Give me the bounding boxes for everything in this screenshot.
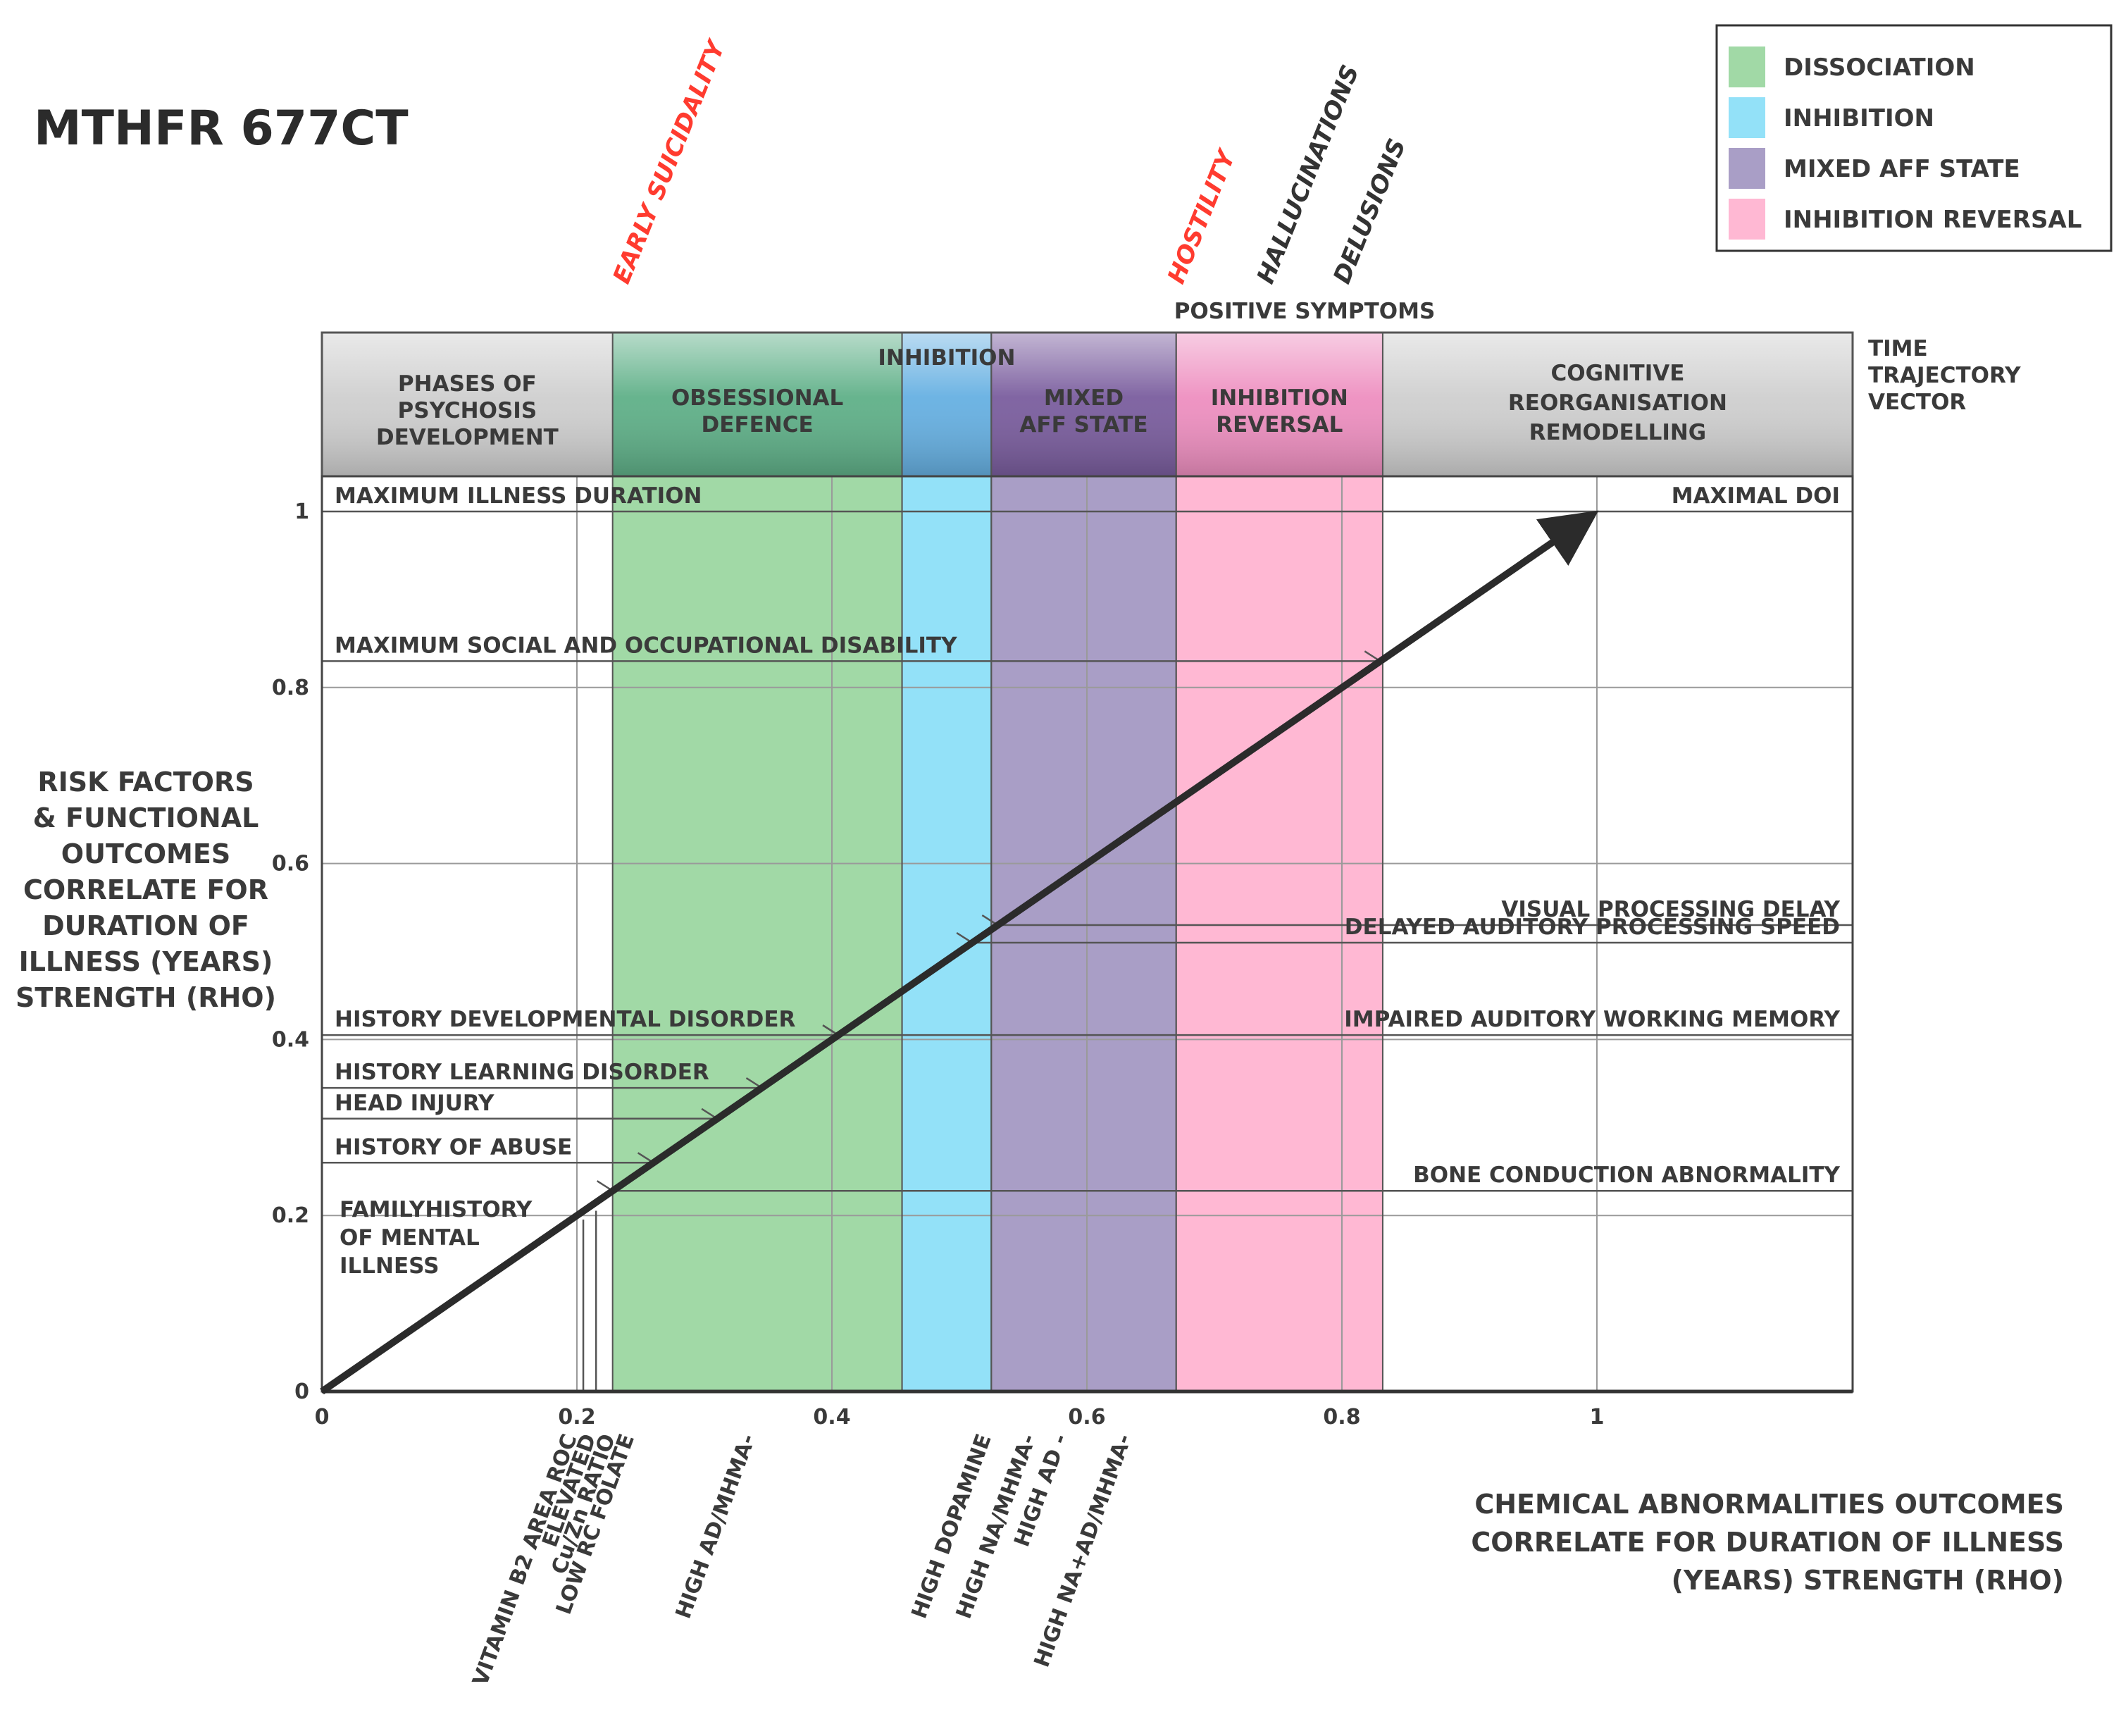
header-shading: [322, 333, 1853, 476]
y-tick-label: 1: [294, 500, 309, 524]
x-axis-title: CHEMICAL ABNORMALITIES OUTCOMES: [1474, 1489, 2064, 1520]
right-marker-label: BONE CONDUCTION ABNORMALITY: [1413, 1162, 1840, 1188]
legend-box: [1715, 24, 2113, 252]
x-axis-title: CORRELATE FOR DURATION OF ILLNESS: [1471, 1527, 2064, 1558]
x-tick-label: 0: [315, 1405, 330, 1430]
left-marker-label: HISTORY DEVELOPMENTAL DISORDER: [335, 1007, 795, 1032]
symptom-label: DELUSIONS: [1328, 135, 1412, 287]
header-left-label: PSYCHOSIS: [398, 398, 537, 423]
legend-label: INHIBITION: [1784, 104, 1934, 132]
phase-band: [991, 476, 1176, 1392]
legend-swatch: [1729, 148, 1765, 189]
y-tick-label: 0.2: [272, 1203, 309, 1228]
y-tick-label: 0.4: [272, 1027, 309, 1052]
x-tick-label: 0.6: [1068, 1405, 1105, 1430]
header-left-label: DEVELOPMENT: [376, 425, 559, 450]
phase-band: [902, 476, 992, 1392]
header-right-label: REMODELLING: [1529, 420, 1707, 445]
chemical-abnormality-label: HIGH AD/MHMA-: [671, 1431, 761, 1622]
phase-band: [1176, 476, 1383, 1392]
left-marker-label: HEAD INJURY: [335, 1091, 495, 1116]
x-tick-label: 1: [1590, 1405, 1605, 1430]
right-marker-label: IMPAIRED AUDITORY WORKING MEMORY: [1344, 1007, 1840, 1032]
y-axis-title: RISK FACTORS: [37, 767, 254, 798]
left-marker-label: HISTORY OF ABUSE: [335, 1134, 572, 1160]
x-axis-title: (YEARS) STRENGTH (RHO): [1672, 1565, 2064, 1596]
phase-band: [612, 476, 902, 1392]
right-marker-label: VISUAL PROCESSING DELAY: [1501, 897, 1840, 922]
symptom-label: EARLY SUICIDALITY: [608, 35, 732, 287]
legend-label: DISSOCIATION: [1784, 54, 1975, 82]
y-axis-title: ILLNESS (YEARS): [19, 946, 273, 977]
y-axis-title: & FUNCTIONAL: [33, 802, 259, 833]
band-header-label: DEFENCE: [702, 412, 814, 438]
chart-title: MTHFR 677CT: [34, 101, 409, 156]
left-marker-label: MAXIMUM ILLNESS DURATION: [335, 483, 702, 509]
band-header-label: MIXED: [1044, 385, 1124, 411]
header-right-label: COGNITIVE: [1551, 361, 1685, 386]
legend: DISSOCIATION INHIBITION MIXED AFF STATE INH…: [1715, 24, 2113, 252]
y-tick-label: 0.6: [272, 852, 309, 876]
band-header-label: AFF STATE: [1019, 412, 1147, 438]
legend-swatch: [1729, 46, 1765, 87]
trajectory: [320, 510, 1599, 1395]
family-history-label: OF MENTAL: [340, 1225, 480, 1251]
legend-label: MIXED AFF STATE: [1784, 155, 2020, 183]
family-history-label: ILLNESS: [340, 1253, 439, 1279]
header-left-label: PHASES OF: [398, 371, 537, 397]
legend-swatch: [1729, 97, 1765, 138]
y-axis-title: OUTCOMES: [61, 838, 230, 869]
header-inhibition-label: INHIBITION: [878, 345, 1015, 371]
trajectory-vector-arrow: [320, 510, 1599, 1395]
family-history-label: FAMILYHISTORY: [340, 1197, 533, 1222]
y-axis-title: STRENGTH (RHO): [15, 982, 276, 1013]
right-marker-label: MAXIMAL DOI: [1672, 483, 1840, 509]
time-vector-label: TIME: [1868, 336, 1928, 361]
y-tick-label: 0.8: [272, 676, 309, 700]
left-marker-label: MAXIMUM SOCIAL AND OCCUPATIONAL DISABILI…: [335, 633, 957, 658]
band-header-label: INHIBITION: [1211, 385, 1348, 411]
time-vector-label: TRAJECTORY: [1868, 363, 2021, 388]
time-vector-label: VECTOR: [1868, 390, 1966, 415]
left-marker-label: HISTORY LEARNING DISORDER: [335, 1060, 709, 1085]
positive-symptoms-label: POSITIVE SYMPTOMS: [1174, 299, 1436, 324]
legend-swatch: [1729, 199, 1765, 240]
symptom-label: HOSTILITY: [1162, 144, 1242, 287]
x-tick-label: 0.4: [813, 1405, 850, 1430]
y-tick-label: 0: [294, 1380, 309, 1404]
legend-label: INHIBITION REVERSAL: [1784, 206, 2082, 234]
x-tick-label: 0.8: [1323, 1405, 1360, 1430]
phase-bands: [612, 476, 1383, 1392]
header-right-label: REORGANISATION: [1508, 390, 1727, 416]
band-header-label: REVERSAL: [1216, 412, 1343, 438]
y-axis-title: DURATION OF: [42, 910, 249, 941]
x-tick-label: 0.2: [558, 1405, 595, 1430]
band-header-label: OBSESSIONAL: [671, 385, 843, 411]
right-marker-label: DELAYED AUDITORY PROCESSING SPEED: [1345, 914, 1840, 940]
y-axis-title: CORRELATE FOR: [23, 874, 268, 905]
